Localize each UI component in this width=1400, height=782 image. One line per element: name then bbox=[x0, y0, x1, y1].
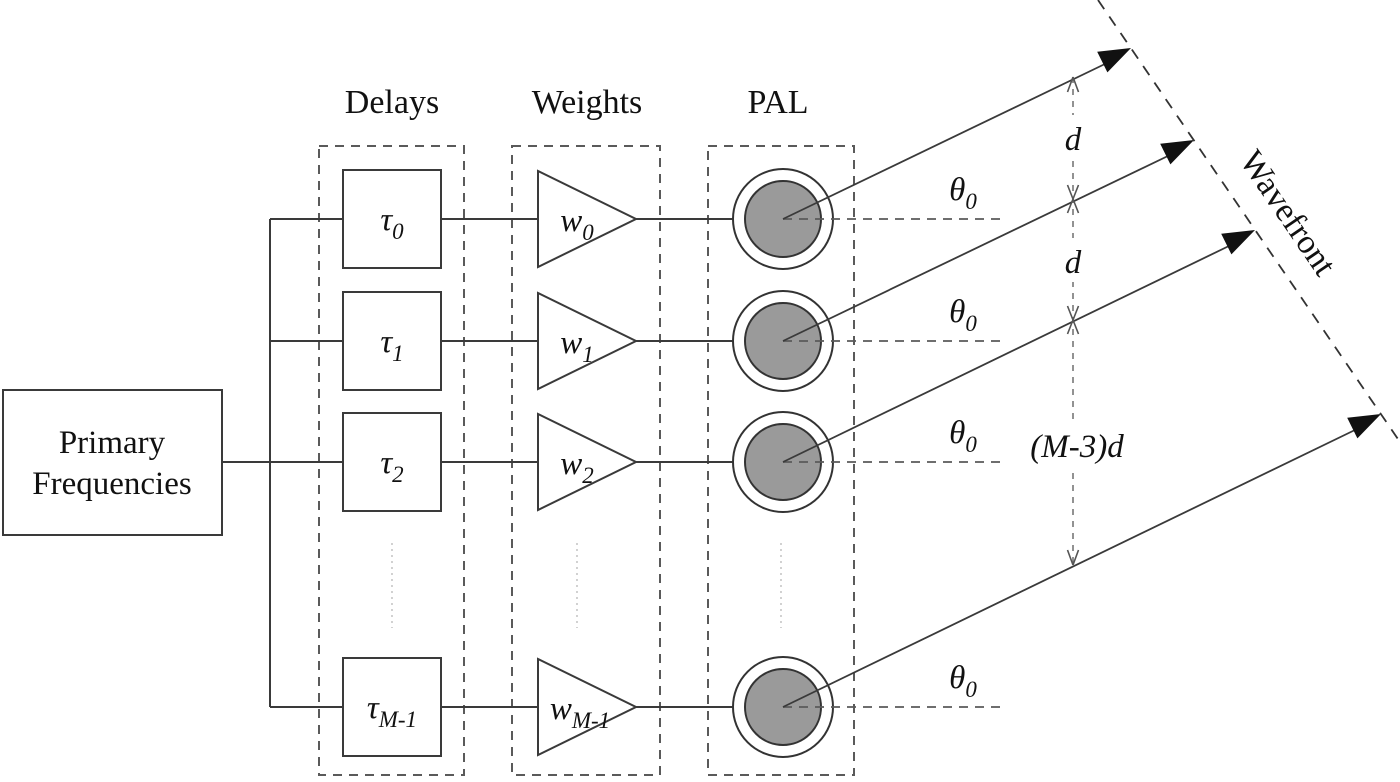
weight-amplifier-1 bbox=[537, 291, 639, 391]
spacing-label-m3d: (M-3)d bbox=[1030, 429, 1124, 465]
steering-angle-label-m1: θ0 bbox=[949, 660, 977, 702]
weight-label-2: w2 bbox=[560, 446, 594, 488]
steering-angle-label-2: θ0 bbox=[949, 415, 977, 457]
pal-header: PAL bbox=[747, 84, 808, 121]
weight-amplifier-0 bbox=[537, 169, 639, 269]
delays-column-box bbox=[318, 145, 465, 776]
beam-line-2 bbox=[782, 244, 1232, 463]
weights-header: Weights bbox=[532, 84, 643, 121]
spacing-label-d-top: d bbox=[1065, 122, 1082, 158]
weight-amplifier-2 bbox=[537, 412, 639, 512]
beam-arrowhead-m1 bbox=[1347, 414, 1381, 439]
beam-arrowhead-0 bbox=[1097, 48, 1131, 73]
weight-amplifier-m1 bbox=[537, 657, 639, 757]
dimension-arrow-down bbox=[1066, 549, 1080, 566]
dimension-arrow-up bbox=[1066, 76, 1080, 93]
wavefront-line bbox=[1097, 0, 1400, 443]
delays-header: Delays bbox=[345, 84, 439, 121]
primary-frequencies-box bbox=[2, 389, 223, 536]
primary-frequencies-label-line2: Frequencies bbox=[32, 466, 191, 502]
delay-box-0 bbox=[342, 169, 442, 269]
weight-label-m1: wM-1 bbox=[550, 691, 610, 733]
label-backing bbox=[1020, 421, 1134, 467]
wavefront-label: Wavefront bbox=[1232, 144, 1343, 283]
weight-label-0: w0 bbox=[560, 203, 594, 245]
beam-line-1 bbox=[782, 154, 1171, 342]
steering-angle-label-1: θ0 bbox=[949, 294, 977, 336]
beam-arrowhead-1 bbox=[1160, 140, 1194, 165]
delay-label-1: τ1 bbox=[380, 324, 403, 366]
primary-frequencies-label-line1: Primary bbox=[59, 425, 166, 461]
label-backing bbox=[1058, 238, 1088, 282]
beam-line-m1 bbox=[782, 428, 1358, 708]
beam-line-0 bbox=[782, 62, 1108, 220]
beam-arrowhead-2 bbox=[1221, 230, 1255, 255]
dimension-cross-mark bbox=[1066, 305, 1080, 335]
spacing-label-d-mid: d bbox=[1065, 245, 1082, 281]
delay-label-0: τ0 bbox=[380, 202, 404, 244]
weight-label-1: w1 bbox=[560, 325, 594, 367]
label-backing bbox=[1058, 115, 1088, 159]
weights-column-box bbox=[511, 145, 661, 776]
delay-box-m1 bbox=[342, 657, 442, 757]
pal-column-box bbox=[707, 145, 855, 776]
delay-label-m1: τM-1 bbox=[367, 690, 417, 732]
dimension-cross-mark bbox=[1066, 184, 1080, 214]
dimension-arrow-marks bbox=[1066, 76, 1080, 566]
delay-label-2: τ2 bbox=[380, 445, 403, 487]
steering-angle-label-0: θ0 bbox=[949, 172, 977, 214]
